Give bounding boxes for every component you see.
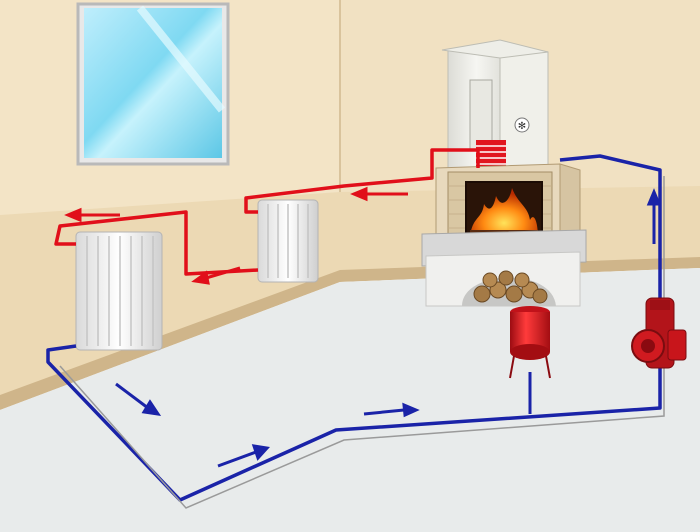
firewood-icon [462, 270, 556, 306]
flow-arrows [64, 186, 662, 468]
flow-arrow-icon [115, 382, 162, 416]
expansion-tank-icon [509, 306, 551, 414]
return-pipe [46, 154, 662, 502]
flow-arrow-icon [363, 402, 420, 418]
flow-arrow-icon [217, 444, 270, 468]
flow-arrow-icon [646, 188, 662, 244]
radiator-icon [257, 199, 319, 283]
radiator-icon [75, 231, 163, 351]
window-icon [76, 2, 230, 166]
left-baseboard [0, 270, 340, 410]
flow-arrow-icon [64, 207, 120, 223]
flow-arrow-icon [191, 266, 241, 285]
svg-text:✻: ✻ [518, 121, 526, 132]
heat-exchanger-coil [476, 140, 506, 170]
supply-pipe [54, 148, 480, 276]
circulation-pump-icon [631, 297, 687, 369]
fireplace-icon: ✻ [421, 39, 587, 307]
flow-arrow-icon [350, 186, 408, 202]
